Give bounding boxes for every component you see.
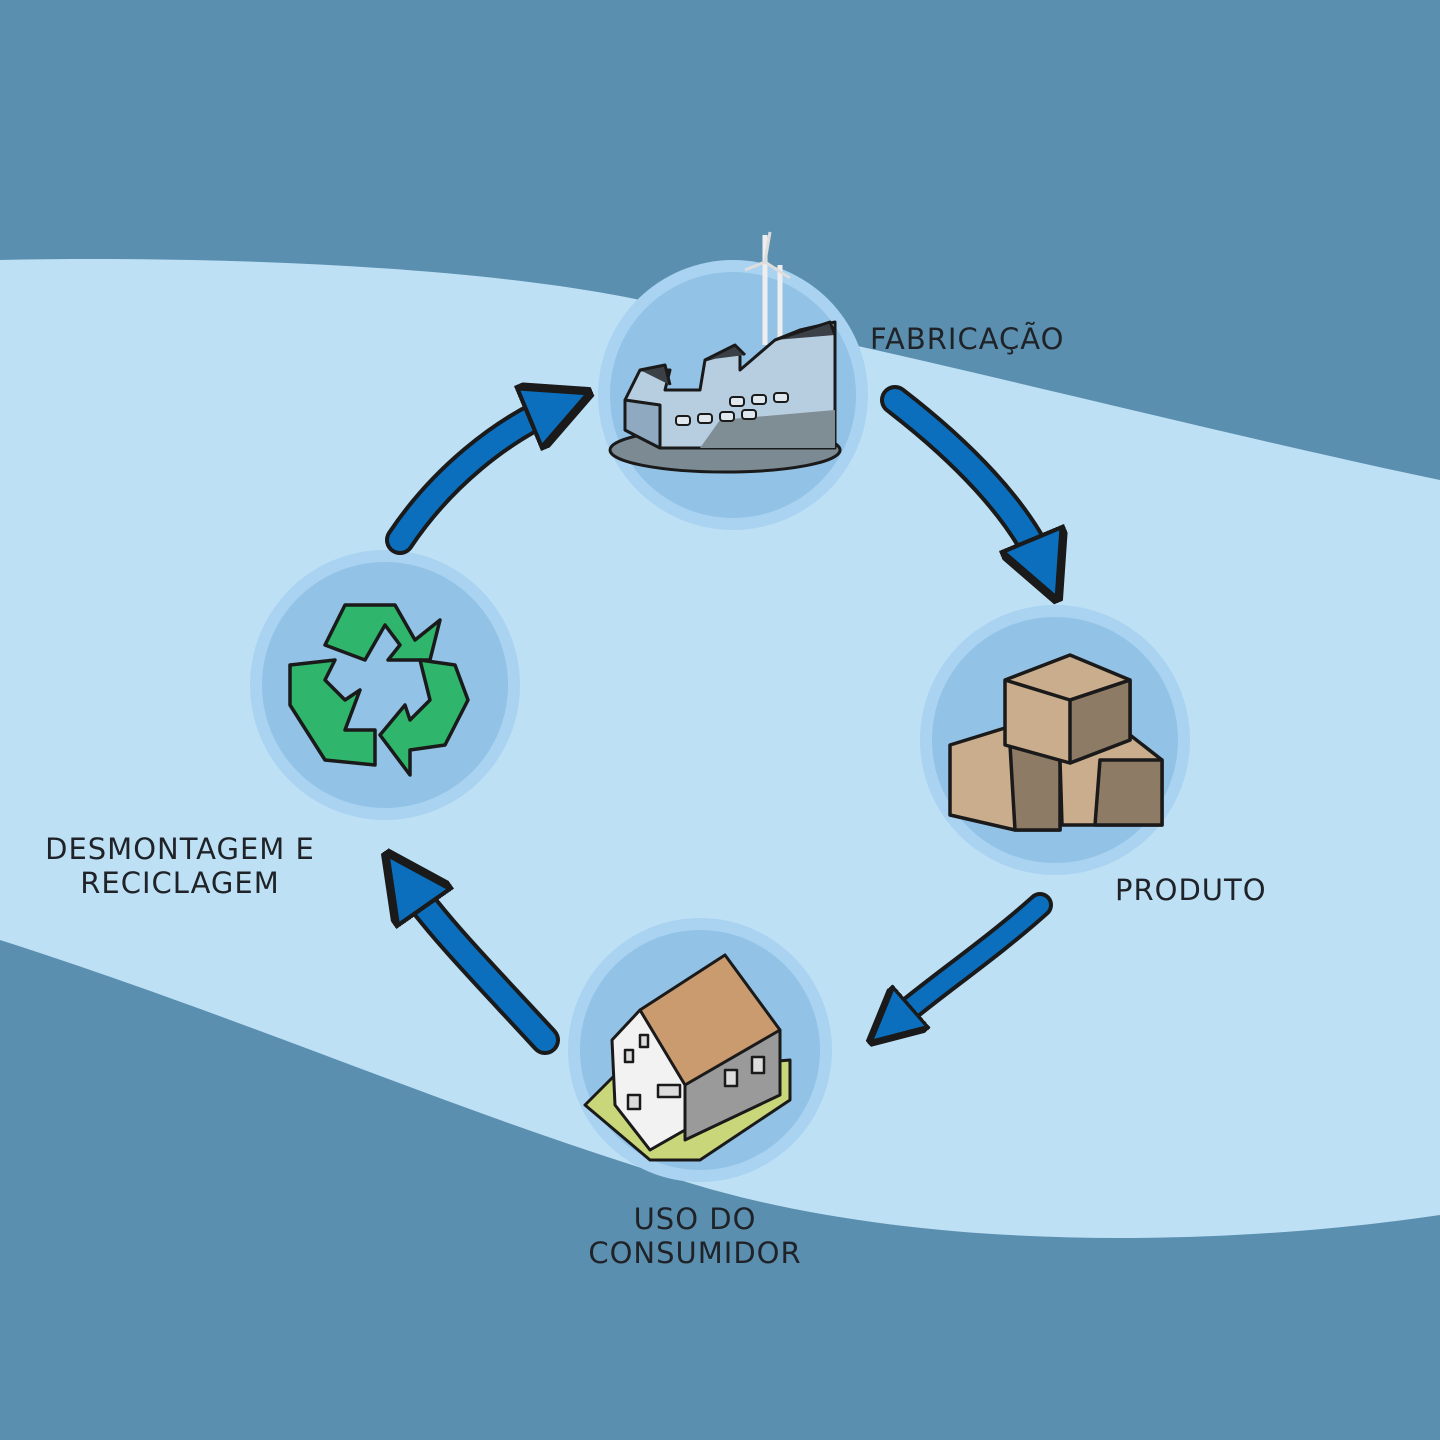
arrow-fabricacao-to-produto (880, 385, 1045, 570)
label-uso-line1: USO DO (633, 1202, 757, 1236)
label-reciclagem-line2: RECICLAGEM (80, 866, 280, 900)
cycle-arrows (385, 385, 1053, 1055)
house-icon (583, 953, 792, 1162)
light-band (0, 259, 1440, 1238)
factory-icon (608, 231, 842, 474)
recycle-icon (288, 603, 470, 777)
label-fabricacao: FABRICAÇÃO (870, 322, 1065, 356)
label-uso-do-consumidor: USO DO CONSUMIDOR (560, 1202, 830, 1270)
label-produto: PRODUTO (1115, 873, 1267, 907)
arrow-reciclagem-to-fabricacao (385, 405, 560, 555)
label-desmontagem-reciclagem: DESMONTAGEM E RECICLAGEM (30, 832, 330, 900)
label-reciclagem-line1: DESMONTAGEM E (45, 832, 315, 866)
label-uso-line2: CONSUMIDOR (588, 1236, 802, 1270)
arrow-uso-to-reciclagem (405, 880, 560, 1055)
arrow-produto-to-uso (890, 892, 1053, 1025)
boxes-icon (948, 653, 1164, 832)
